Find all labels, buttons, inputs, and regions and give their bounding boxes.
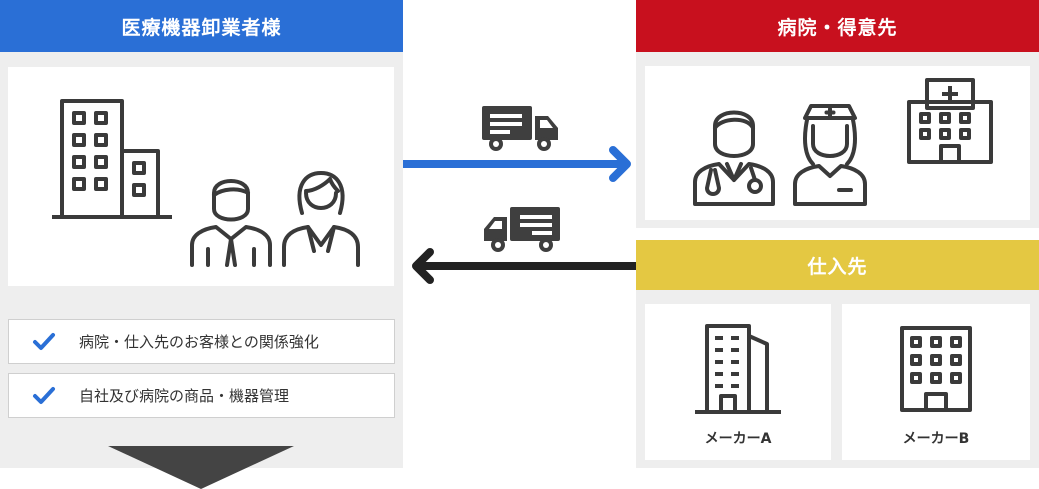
arrow-left-icon [412, 248, 636, 284]
businesswoman-icon [282, 171, 360, 267]
tall-building-icon [695, 324, 781, 414]
nurse-icon [793, 104, 867, 206]
right-top-illustration-box [645, 66, 1030, 220]
businessman-icon [190, 179, 272, 267]
left-illustration-box [8, 67, 394, 286]
check-icon [33, 332, 55, 350]
office-building-icon [52, 99, 172, 219]
right-top-header-title: 病院・得意先 [777, 16, 898, 39]
checklist-item-1: 病院・仕入先のお客様との関係強化 [8, 319, 395, 364]
checklist-text-2: 自社及び病院の商品・機器管理 [79, 387, 290, 405]
truck-icon [482, 106, 558, 151]
left-header-title: 医療機器卸業者様 [121, 16, 282, 39]
right-bottom-header-title: 仕入先 [807, 255, 868, 278]
maker-a-box: メーカーA [645, 304, 831, 460]
checklist-item-2: 自社及び病院の商品・機器管理 [8, 373, 395, 418]
office-block-icon [900, 326, 972, 412]
maker-a-label: メーカーA [704, 431, 772, 447]
hospital-icon [907, 78, 993, 164]
maker-b-box: メーカーB [842, 304, 1030, 460]
right-bottom-header: 仕入先 [636, 240, 1039, 290]
truck-icon [484, 207, 560, 252]
down-triangle-icon [108, 446, 294, 489]
left-header: 医療機器卸業者様 [0, 0, 403, 52]
doctor-icon [693, 110, 775, 206]
maker-b-label: メーカーB [902, 431, 970, 447]
check-icon [33, 386, 55, 404]
checklist-text-1: 病院・仕入先のお客様との関係強化 [79, 333, 319, 351]
arrow-right-icon [403, 146, 631, 182]
right-top-header: 病院・得意先 [636, 0, 1039, 52]
